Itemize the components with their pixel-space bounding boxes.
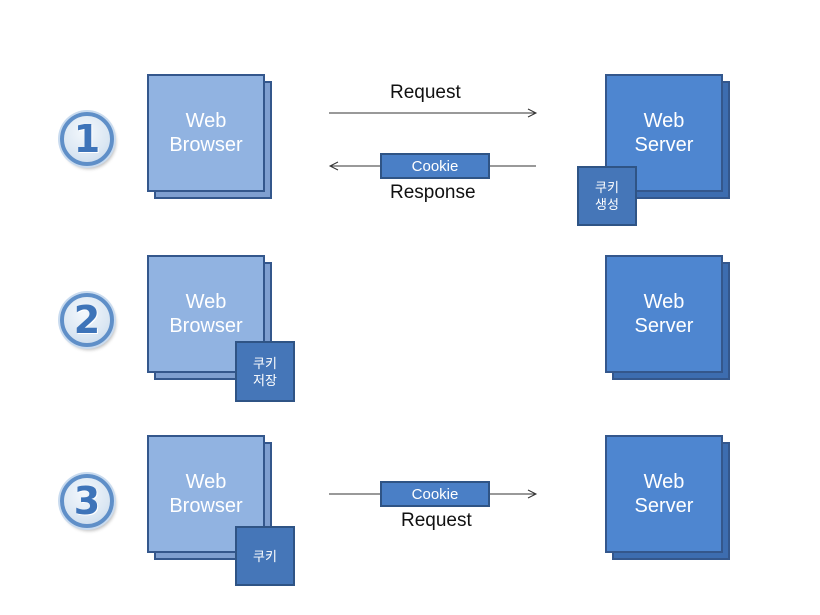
response-label: Response [390, 182, 476, 203]
server-label-line2: Server [634, 134, 694, 156]
cookie-bar: Cookie [380, 481, 490, 507]
server-label-line1: Web [643, 471, 685, 493]
browser-label-line1: Web [185, 291, 227, 313]
browser-label-line2: Browser [169, 495, 243, 517]
tag-line1: 쿠키 [253, 355, 277, 371]
cookie-create-tag: 쿠키 생성 [577, 166, 637, 226]
web-browser-box: Web Browser [147, 435, 273, 561]
request-label: Request [390, 82, 461, 103]
server-label-line2: Server [634, 495, 694, 517]
cookie-label: Cookie [411, 157, 459, 175]
tag-line2: 저장 [253, 372, 277, 388]
browser-label-line2: Browser [169, 315, 243, 337]
tag-line1: 쿠키 [595, 180, 619, 195]
box-face: Web Server [605, 255, 723, 373]
request-arrow [329, 108, 538, 118]
web-server-box: Web Server [605, 435, 731, 561]
web-browser-box: Web Browser [147, 74, 273, 200]
browser-label-line1: Web [185, 471, 227, 493]
tag-line2: 생성 [595, 197, 619, 212]
step-1-badge: 1 [60, 112, 114, 166]
browser-label-line2: Browser [169, 134, 243, 156]
server-label-line1: Web [643, 291, 685, 313]
tag-line1: 쿠키 [253, 548, 277, 564]
cookie-label: Cookie [411, 485, 459, 503]
browser-label-line1: Web [185, 110, 227, 132]
box-face: Web Browser [147, 74, 265, 192]
step-number: 2 [73, 298, 101, 342]
box-face: Web Server [605, 435, 723, 553]
cookie-tag: 쿠키 [235, 526, 295, 586]
server-label-line2: Server [634, 315, 694, 337]
request-label: Request [401, 510, 472, 531]
cookie-store-tag: 쿠키 저장 [235, 341, 295, 402]
step-3-badge: 3 [60, 474, 114, 528]
step-2-badge: 2 [60, 293, 114, 347]
step-number: 3 [73, 479, 101, 523]
web-server-box: Web Server [605, 255, 731, 381]
step-number: 1 [73, 117, 101, 161]
box-face: Web Server [605, 74, 723, 192]
server-label-line1: Web [643, 110, 685, 132]
cookie-bar: Cookie [380, 153, 490, 179]
